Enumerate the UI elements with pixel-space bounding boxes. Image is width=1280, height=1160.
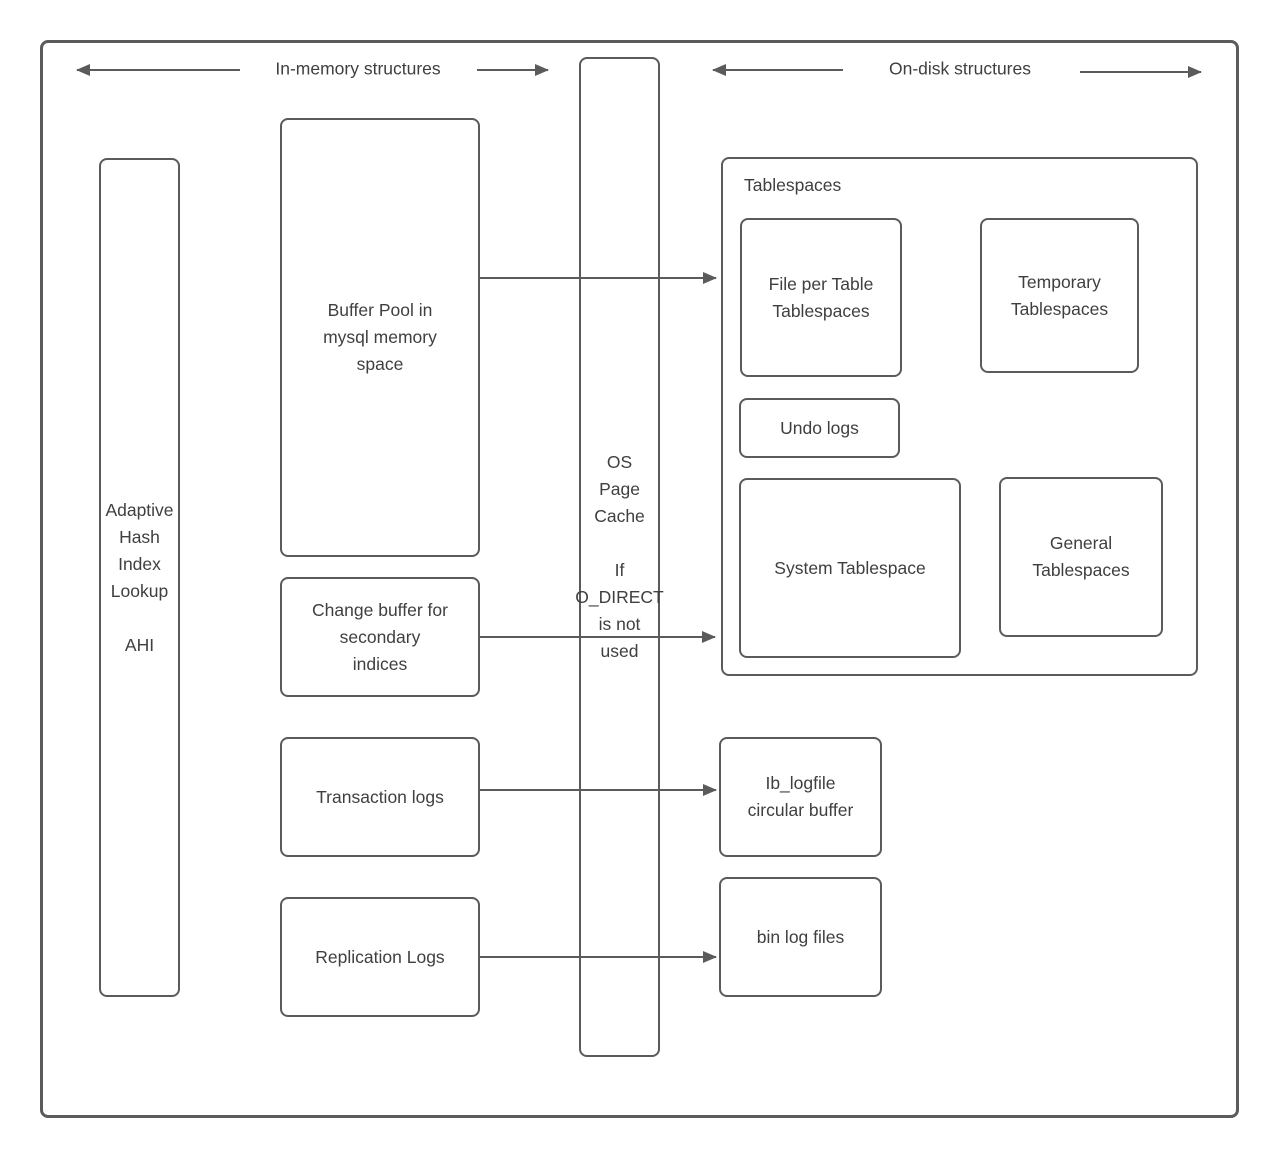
buffer-pool-box: Buffer Pool in mysql memory space xyxy=(280,118,480,557)
system-tablespace-label: System Tablespace xyxy=(774,557,926,578)
on-disk-section-label: On-disk structures xyxy=(889,58,1031,79)
transaction-logs-box: Transaction logs xyxy=(280,737,480,857)
adaptive-hash-index-label: Adaptive Hash Index Lookup AHI xyxy=(105,499,174,655)
in-memory-section-label: In-memory structures xyxy=(275,58,441,79)
undo-logs-label: Undo logs xyxy=(780,417,859,438)
buffer-pool-label: Buffer Pool in mysql memory space xyxy=(323,300,437,374)
replication-logs-box: Replication Logs xyxy=(280,897,480,1017)
temporary-tablespaces-label: Temporary Tablespaces xyxy=(1010,271,1109,319)
transaction-logs-label: Transaction logs xyxy=(316,786,444,807)
adaptive-hash-index-box: Adaptive Hash Index Lookup AHI xyxy=(99,158,180,997)
replication-logs-label: Replication Logs xyxy=(315,946,445,967)
ib-logfile-box: Ib_logfile circular buffer xyxy=(719,737,882,857)
file-per-table-tablespaces-label: File per Table Tablespaces xyxy=(768,273,874,321)
outer-border xyxy=(40,40,1239,1118)
temporary-tablespaces-box: Temporary Tablespaces xyxy=(980,218,1139,373)
bin-log-files-label: bin log files xyxy=(756,926,845,947)
file-per-table-tablespaces-box: File per Table Tablespaces xyxy=(740,218,902,377)
undo-logs-box: Undo logs xyxy=(739,398,900,458)
change-buffer-box: Change buffer for secondary indices xyxy=(280,577,480,697)
ib-logfile-label: Ib_logfile circular buffer xyxy=(747,773,854,820)
change-buffer-label: Change buffer for secondary indices xyxy=(312,599,448,674)
os-page-cache-box: OS Page Cache If O_DIRECT is not used xyxy=(575,57,664,1057)
tablespaces-container-label: Tablespaces xyxy=(744,175,842,195)
system-tablespace-box: System Tablespace xyxy=(739,478,961,658)
general-tablespaces-label: General Tablespaces xyxy=(1032,533,1130,580)
os-page-cache-label: OS Page Cache If O_DIRECT is not used xyxy=(575,452,664,661)
bin-log-files-box: bin log files xyxy=(719,877,882,997)
general-tablespaces-box: General Tablespaces xyxy=(999,477,1163,637)
